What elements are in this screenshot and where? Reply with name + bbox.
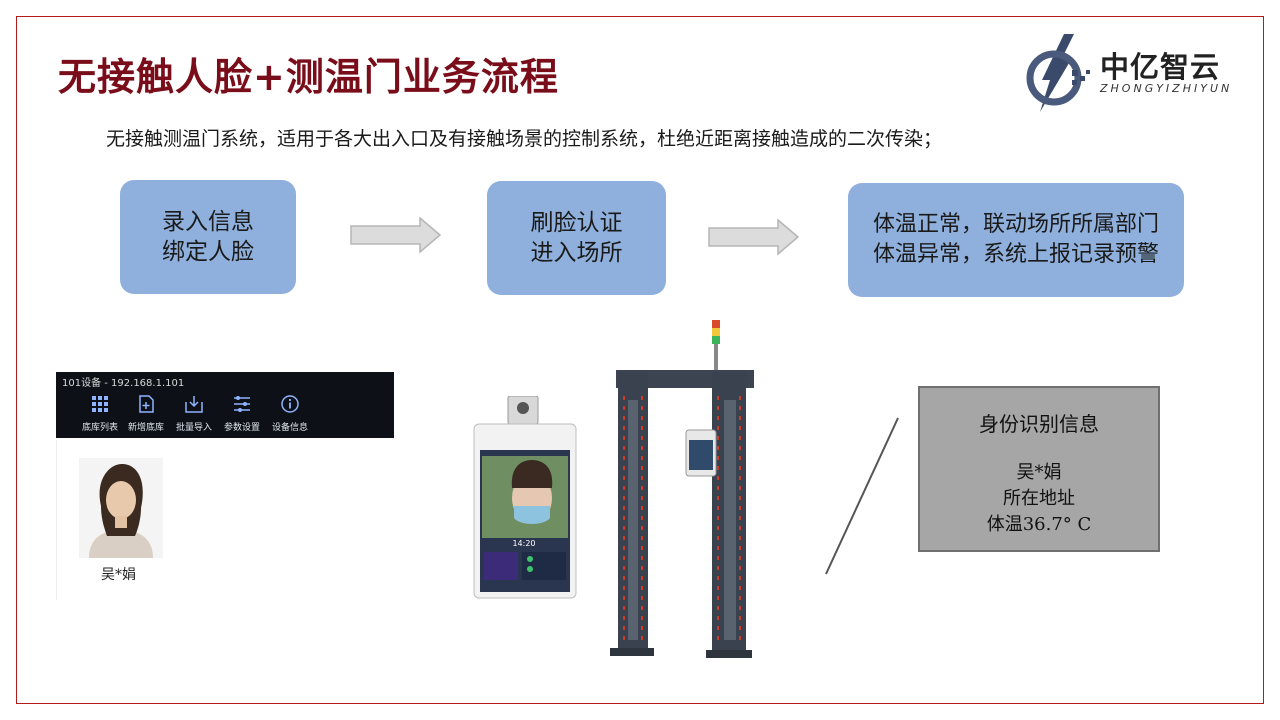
id-info-title: 身份识别信息 [979, 412, 1099, 436]
tool-label: 批量导入 [175, 423, 212, 433]
page-title: 无接触人脸+测温门业务流程 [58, 55, 559, 99]
face-photo-card [56, 440, 167, 600]
flow-step-temperature-line1: 体温正常，联动场所所属部门 [872, 212, 1159, 237]
flow-step-verify: 刷脸认证 进入场所 [487, 181, 666, 295]
flow-step-enroll-line2: 绑定人脸 [162, 239, 254, 265]
flow-step-temperature-line2: 体温异常，系统上报记录预警 [872, 242, 1159, 267]
id-info-name: 吴*娟 [1016, 462, 1062, 483]
sliders-icon [234, 396, 250, 412]
flow-step-verify-line1: 刷脸认证 [530, 210, 623, 236]
tool-device-info[interactable]: 设备信息 [264, 394, 316, 433]
company-logo: 中亿智云 ZHONGYIZHIYUN [1020, 30, 1230, 116]
add-file-icon [139, 395, 154, 413]
connector-line [825, 417, 899, 575]
terminal-time: 14:20 [512, 539, 535, 548]
face-terminal-device: 14:20 [473, 396, 577, 599]
tool-gallery-list[interactable]: 底库列表 [74, 394, 126, 433]
logo-mark-icon [1026, 34, 1090, 112]
logo-name-cn: 中亿智云 [1100, 50, 1221, 84]
flow-step-enroll-line1: 录入信息 [162, 209, 254, 235]
tool-add-gallery[interactable]: 新增底库 [120, 394, 172, 433]
flow-arrow-1-icon [350, 216, 442, 254]
slide-frame [16, 16, 1264, 704]
tool-param-settings[interactable]: 参数设置 [216, 394, 268, 433]
temperature-gate-device [610, 320, 754, 658]
person-photo [79, 458, 163, 558]
flow-step-verify-line2: 进入场所 [530, 240, 623, 266]
tool-batch-import[interactable]: 批量导入 [168, 394, 220, 433]
tool-label: 设备信息 [271, 423, 308, 433]
software-toolbar: 101设备 - 192.168.1.101 底库列表 新增底库 批量导入 参数设… [56, 372, 394, 438]
tool-label: 底库列表 [81, 423, 118, 433]
id-info-box: 身份识别信息 吴*娟 所在地址 体温36.7° C [918, 386, 1160, 552]
flow-step-enroll: 录入信息 绑定人脸 [120, 180, 296, 294]
flow-arrow-2-icon [708, 218, 800, 256]
id-info-address: 所在地址 [1003, 488, 1075, 509]
import-icon [185, 396, 203, 413]
flow-step-temperature: 体温正常，联动场所所属部门 体温异常，系统上报记录预警 [848, 183, 1184, 297]
tool-label: 新增底库 [127, 423, 164, 433]
page-subtitle: 无接触测温门系统，适用于各大出入口及有接触场景的控制系统，杜绝近距离接触造成的二… [106, 128, 943, 150]
tool-label: 参数设置 [223, 423, 260, 433]
grid-icon [92, 396, 108, 412]
info-icon [281, 395, 299, 413]
logo-name-en: ZHONGYIZHIYUN [1100, 82, 1233, 95]
device-title: 101设备 - 192.168.1.101 [62, 378, 185, 389]
person-name: 吴*娟 [101, 567, 136, 583]
id-info-temperature: 体温36.7° C [986, 514, 1092, 535]
